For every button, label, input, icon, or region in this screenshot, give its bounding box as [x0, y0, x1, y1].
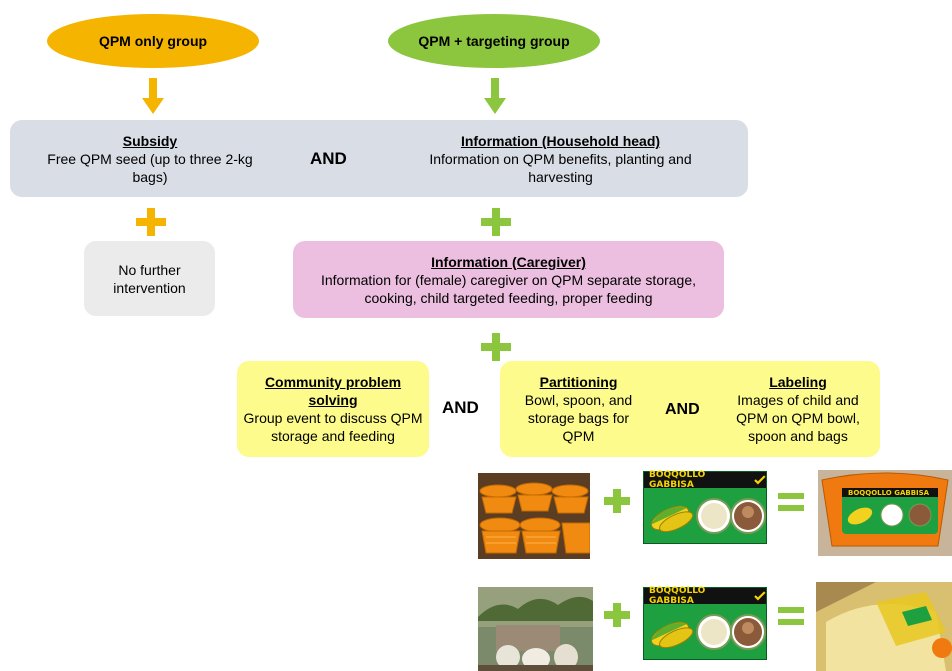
information-caregiver-box: Information (Caregiver) Information for … [293, 241, 724, 318]
community-problem-solving-text: Group event to discuss QPM storage and f… [243, 410, 423, 444]
down-arrow-icon [484, 78, 506, 114]
labeled-bag-photo [816, 582, 952, 671]
plus-icon [604, 489, 630, 513]
qpm-targeting-group-label: QPM + targeting group [418, 33, 570, 49]
label-card-images [650, 614, 766, 650]
partitioning-labeling-box [500, 361, 880, 457]
label-card-brand: BOQQOLLO GABBISA [649, 470, 706, 490]
equals-icon [778, 607, 804, 625]
storage-bags-photo [478, 587, 593, 671]
label-card-brand: BOQQOLLO GABBISA [649, 586, 706, 606]
partitioning-title: Partitioning [539, 374, 618, 390]
plus-icon [136, 208, 166, 236]
plus-icon [481, 208, 511, 236]
and-label-top: AND [310, 149, 347, 168]
subsidy-text: Free QPM seed (up to three 2-kg bags) [47, 151, 253, 185]
partitioning-text: Bowl, spoon, and storage bags for QPM [524, 392, 633, 444]
no-further-intervention-text: No further intervention [113, 261, 186, 296]
community-problem-solving-title: Community problem solving [264, 374, 402, 408]
check-icon [754, 591, 766, 601]
information-household-text: Information on QPM benefits, planting an… [429, 151, 692, 185]
qpm-only-group-label: QPM only group [98, 33, 208, 49]
qpm-label-card: BOQQOLLO GABBISA [643, 586, 767, 660]
subsidy-title: Subsidy [122, 133, 178, 149]
subsidy-section: Subsidy Free QPM seed (up to three 2-kg … [30, 126, 270, 192]
plus-icon [481, 333, 511, 361]
label-card-header: BOQQOLLO GABBISA [644, 470, 766, 490]
label-card-images [650, 498, 766, 534]
information-household-section: Information (Household head) Information… [398, 126, 723, 192]
partitioning-section: Partitioning Bowl, spoon, and storage ba… [511, 367, 646, 451]
and-label-right: AND [665, 401, 700, 418]
down-arrow-icon [142, 78, 164, 114]
community-problem-solving-box: Community problem solving Group event to… [237, 361, 429, 457]
labeled-bowl-photo: BOQQOLLO GABBISA [818, 470, 952, 556]
information-caregiver-title: Information (Caregiver) [431, 253, 586, 270]
equals-icon [778, 493, 804, 511]
qpm-targeting-group-ellipse: QPM + targeting group [388, 14, 600, 68]
labeling-title: Labeling [769, 374, 827, 390]
label-card-header: BOQQOLLO GABBISA [644, 586, 766, 606]
bowls-photo [478, 473, 590, 559]
and-label-middle: AND [442, 398, 479, 417]
labeling-text: Images of child and QPM on QPM bowl, spo… [736, 392, 860, 444]
qpm-only-group-ellipse: QPM only group [47, 14, 259, 68]
subsidy-information-box [10, 120, 748, 197]
plus-icon [604, 603, 630, 627]
svg-text:BOQQOLLO GABBISA: BOQQOLLO GABBISA [848, 489, 930, 497]
qpm-label-card: BOQQOLLO GABBISA [643, 470, 767, 544]
labeling-section: Labeling Images of child and QPM on QPM … [722, 367, 874, 451]
check-icon [754, 475, 766, 485]
no-further-intervention-box: No further intervention [84, 241, 215, 316]
information-caregiver-text: Information for (female) caregiver on QP… [320, 271, 697, 306]
information-household-title: Information (Household head) [460, 133, 661, 149]
